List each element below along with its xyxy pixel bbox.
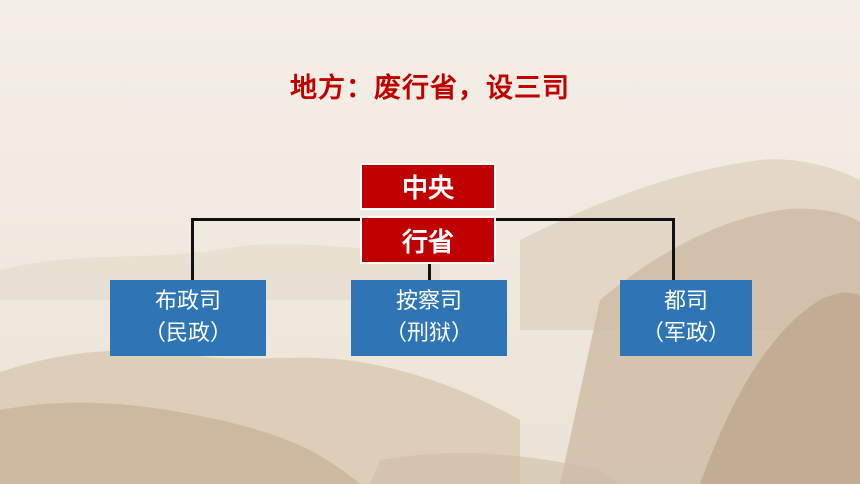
- branch-name: 都司: [663, 289, 708, 314]
- branch-name: 布政司: [154, 289, 221, 314]
- branch-role: （民政）: [143, 321, 232, 346]
- central-government-label: 中央: [401, 174, 454, 204]
- page-title: 地方：废行省，设三司: [290, 73, 570, 104]
- connector-center-drop: [428, 262, 431, 280]
- connector-left-drop: [191, 218, 194, 280]
- branch-role: （军政）: [641, 321, 730, 346]
- province-label: 行省: [401, 227, 454, 258]
- connector-right-drop: [672, 218, 675, 280]
- branch-role: （刑狱）: [384, 321, 473, 346]
- branch-box-military: 都司 （军政）: [620, 280, 752, 356]
- central-government-box: 中央: [360, 163, 496, 210]
- branch-name: 按察司: [395, 289, 462, 314]
- branch-box-judicial: 按察司 （刑狱）: [351, 280, 507, 356]
- province-box: 行省: [360, 216, 496, 264]
- branch-box-administration: 布政司 （民政）: [110, 280, 266, 356]
